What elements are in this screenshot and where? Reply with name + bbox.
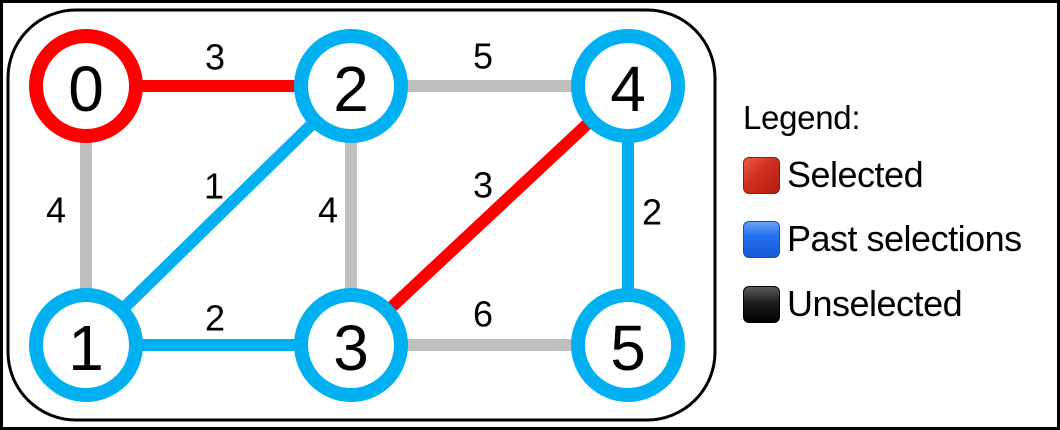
node-0-label: 0 [68,53,104,125]
legend-item-past-selections: Past selections [743,218,1022,259]
node-1 [29,288,143,402]
node-4 [571,29,685,143]
unselected-color-swatch [743,285,780,323]
node-1-label: 1 [68,312,104,384]
edge-weight-2-4: 5 [473,36,493,77]
edge-weight-2-3: 4 [318,190,338,231]
edge-weight-1-3: 2 [205,298,225,339]
edge-weight-4-5: 2 [642,192,662,233]
node-4-label: 4 [610,53,646,125]
node-5 [571,288,685,402]
node-2 [294,29,408,143]
graph-frame [6,8,717,422]
selected-color-swatch [743,156,780,194]
legend-item-selected: Selected [743,154,1022,195]
legend: Legend: Selected Past selections Unselec… [743,98,1022,324]
edge-weight-3-5: 6 [473,294,493,335]
past-selections-color-swatch [743,220,780,258]
edge-1-2 [81,81,356,350]
edge-weight-0-2: 3 [205,37,225,78]
legend-item-unselected: Unselected [743,283,1022,324]
edge-weight-0-1: 4 [46,190,66,231]
graph-svg: 3 5 4 1 4 3 2 2 6 0 1 2 3 4 5 [6,8,717,422]
node-5-label: 5 [610,312,646,384]
legend-item-label: Unselected [787,283,963,324]
edge-weight-3-4: 3 [473,165,493,206]
node-2-label: 2 [333,53,369,125]
legend-item-label: Selected [787,154,924,195]
node-3 [294,288,408,402]
legend-item-label: Past selections [787,218,1022,259]
edge-3-4 [346,81,633,350]
node-0 [29,29,143,143]
legend-title: Legend: [743,99,861,136]
edge-weight-1-2: 1 [204,166,224,207]
node-3-label: 3 [333,312,369,384]
